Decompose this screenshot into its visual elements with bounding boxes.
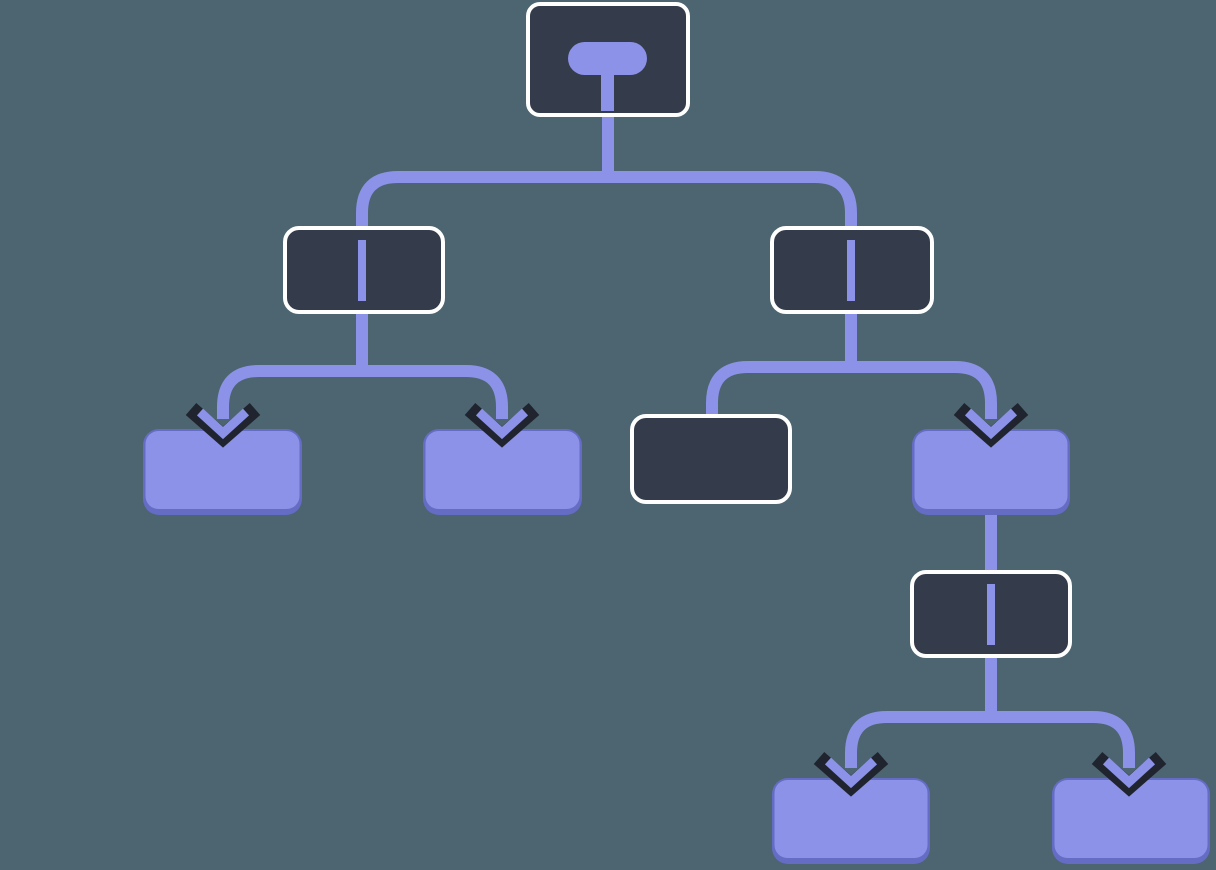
root-pill-stem-icon	[601, 70, 614, 111]
edge-connector-left-rail	[217, 365, 508, 419]
flow-node-split-left[interactable]	[283, 226, 445, 314]
chevron-down-arrow-icon	[464, 402, 540, 448]
pass-through-bar-icon	[987, 584, 995, 645]
pass-through-bar-icon	[358, 240, 366, 301]
node-body	[630, 414, 792, 504]
flow-node-leaf-left-2[interactable]	[423, 429, 582, 515]
edge-connector-top-rail	[356, 171, 857, 232]
chevron-down-arrow-icon	[185, 402, 261, 448]
flow-node-mid-purple[interactable]	[912, 429, 1070, 515]
chevron-purple-inner	[964, 408, 1018, 440]
chevron-down-arrow-icon	[953, 402, 1029, 448]
flow-node-leaf-bottom-1[interactable]	[772, 778, 930, 864]
flow-node-leaf-left-1[interactable]	[143, 429, 302, 515]
node-body	[145, 431, 300, 509]
node-body	[425, 431, 580, 509]
chevron-down-arrow-icon	[1091, 751, 1167, 797]
flow-node-split-bottom[interactable]	[910, 570, 1072, 658]
root-pill-icon	[568, 42, 647, 75]
node-body	[914, 431, 1068, 509]
edge-connector-right-rail	[706, 361, 997, 419]
flow-node-mid-dark[interactable]	[630, 414, 792, 504]
edge-connector-bottom-rail	[845, 711, 1135, 768]
chevron-purple-inner	[1102, 757, 1156, 789]
node-body	[1054, 780, 1208, 858]
chevron-purple-inner	[196, 408, 250, 440]
chevron-purple-inner	[824, 757, 878, 789]
pass-through-bar-icon	[847, 240, 855, 301]
flow-node-leaf-bottom-2[interactable]	[1052, 778, 1210, 864]
flow-node-split-right[interactable]	[770, 226, 934, 314]
node-body	[774, 780, 928, 858]
chevron-down-arrow-icon	[813, 751, 889, 797]
chevron-purple-inner	[475, 408, 529, 440]
flow-node-root[interactable]	[526, 2, 690, 117]
